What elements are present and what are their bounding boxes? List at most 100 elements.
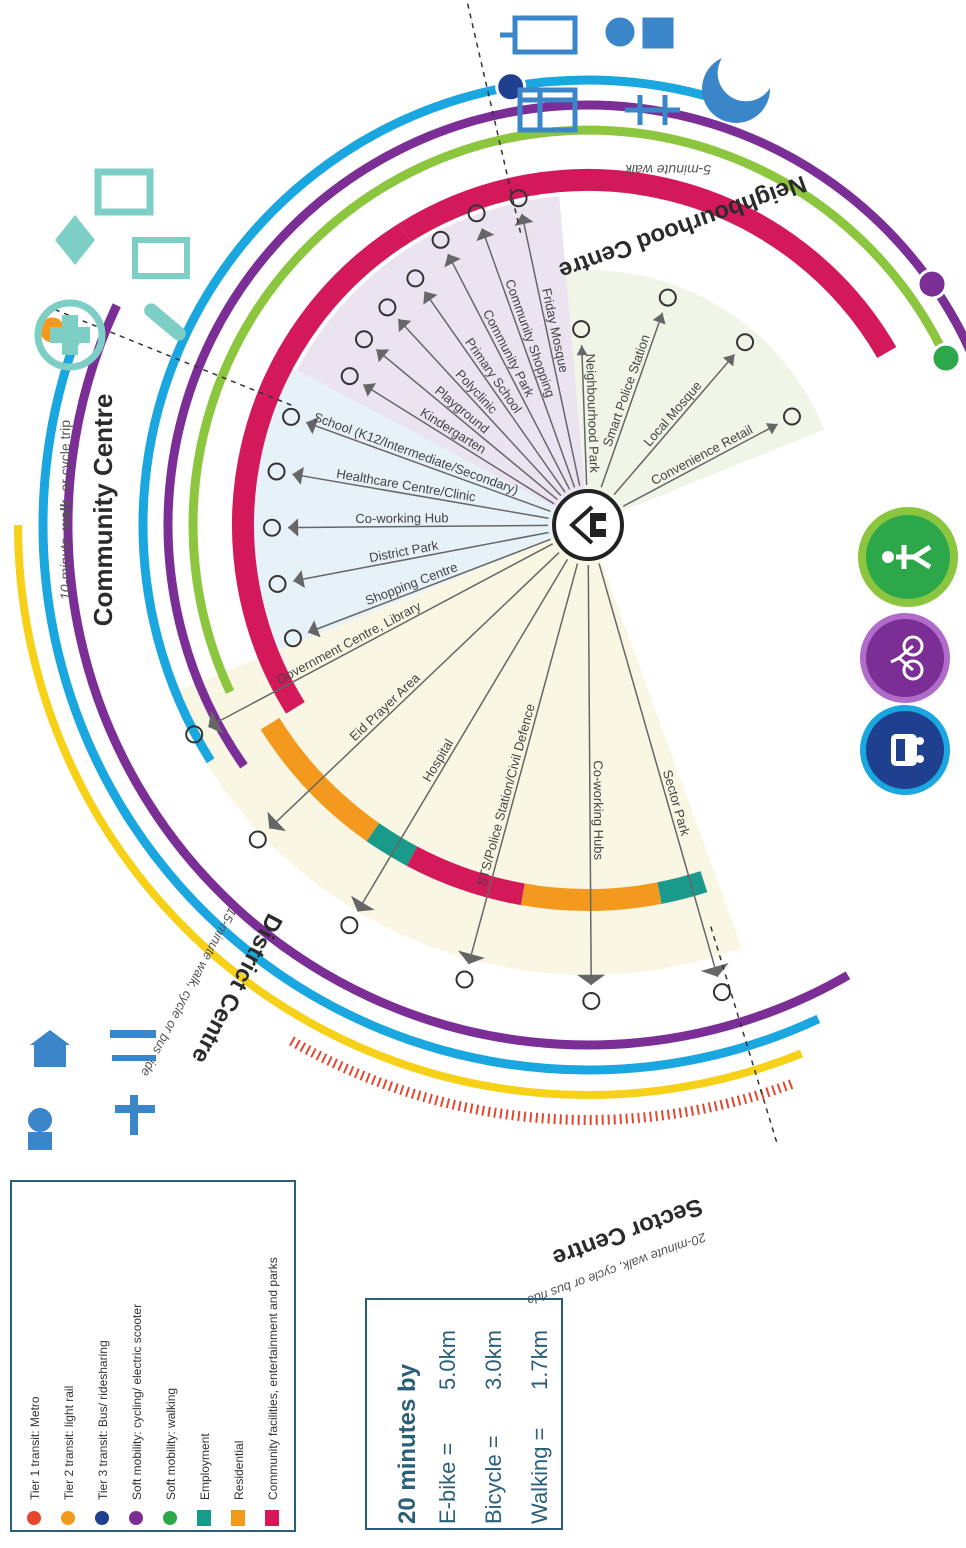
cycling-ring [163, 100, 966, 769]
facility-icon [509, 189, 528, 208]
facility-label: Co-working Hubs [591, 760, 607, 860]
travel-distance: 3.0km [481, 1330, 506, 1390]
community-centre-title: Community Centre [88, 394, 118, 627]
district-centre-title: District Centre [186, 909, 287, 1068]
district-icons [28, 1030, 156, 1150]
facility-ray-arrowhead [267, 811, 287, 832]
travel-distance: 5.0km [435, 1330, 460, 1390]
facility-ray-arrowhead [576, 345, 588, 356]
facility-icon [263, 518, 282, 537]
legend: Tier 1 transit: Metro Tier 2 transit: lig… [10, 1180, 296, 1532]
police-icon [605, 17, 674, 49]
facility-ray-arrowhead [652, 312, 666, 325]
facility-icon [782, 407, 801, 426]
land-use-ring-segment [406, 846, 525, 906]
bus-icon [891, 734, 924, 766]
facility-ray [362, 383, 555, 505]
bicycle-icon [890, 635, 924, 681]
facility-ray-arrowhead [444, 254, 461, 268]
facility-icon [736, 333, 755, 352]
facility-label: Co-working Hub [355, 510, 448, 526]
basket-icon [132, 237, 190, 279]
district-sector-wedge-extra [258, 370, 588, 525]
facility-icon [431, 230, 450, 249]
bus-mode-badge [860, 705, 950, 795]
walking-ring [188, 125, 951, 694]
facility-ray [580, 345, 588, 486]
bus-ring-inner [138, 75, 742, 764]
mobility-rings [14, 75, 966, 1125]
facility-ray-arrowhead [398, 319, 412, 333]
facility-ray-arrowhead [423, 291, 438, 305]
facility-ray [467, 563, 579, 965]
facility-ray-arrowhead [457, 950, 485, 965]
service-sectors [170, 196, 825, 975]
zone-boundary-line [710, 926, 779, 1147]
facility-icon [572, 320, 591, 339]
legend-swatch [163, 1511, 177, 1525]
facility-icon [582, 991, 601, 1010]
bench-icon [625, 95, 680, 125]
facility-icon [378, 298, 397, 317]
travel-mode: Bicycle = [481, 1435, 506, 1524]
facility-ray [305, 421, 551, 513]
facility-icon [467, 204, 486, 223]
facility-ray [268, 552, 560, 829]
community-sector-wedge [296, 196, 588, 526]
travel-mode: E-bike = [435, 1443, 460, 1524]
facility-ray [375, 348, 558, 501]
facility-ray [288, 524, 549, 529]
land-use-ring-segment [366, 823, 418, 866]
facility-ray [307, 538, 551, 634]
travel-distance: 1.7km [527, 1330, 552, 1390]
shopping-bag-icon [500, 15, 578, 55]
pedestrian-icon [882, 544, 932, 570]
community-centre-subtitle: 10-minute walk or cycle trip [57, 420, 73, 600]
cycling-ring-outer [63, 303, 851, 1050]
facility-icon [267, 462, 286, 481]
facility-ray-arrowhead [306, 417, 319, 435]
legend-swatch [27, 1511, 41, 1525]
travel-title: 20 minutes by [394, 1363, 421, 1524]
cycling-mode-badge [860, 613, 950, 703]
metro-ring [288, 1035, 794, 1125]
facility-ray-arrowhead [577, 974, 606, 985]
legend-swatch [197, 1510, 211, 1526]
facility-ray-arrowhead [288, 518, 299, 537]
facility-icon [185, 725, 204, 744]
facility-ray-arrowhead [363, 383, 377, 397]
legend-swatch [129, 1511, 143, 1525]
shop-icon [517, 87, 578, 133]
facility-icon [658, 288, 677, 307]
legend-swatch [231, 1510, 245, 1526]
zone-boundary-line [466, 0, 522, 233]
facility-ray-arrowhead [292, 466, 304, 485]
neighbourhood-centre-subtitle: 5-minute walk [624, 162, 711, 178]
facility-icon [340, 367, 359, 386]
facility-ray-arrowhead [476, 228, 495, 242]
land-use-ring-segment [232, 223, 412, 714]
facility-icon [712, 983, 731, 1002]
facility-icon [354, 330, 373, 349]
facility-ray [293, 531, 549, 582]
facility-ray-arrowhead [350, 895, 375, 912]
facility-ray [481, 228, 576, 488]
legend-label: Tier 1 transit: Metro [28, 1396, 42, 1500]
neighbourhood-icons [500, 15, 771, 133]
bus-ring [38, 337, 821, 1075]
facility-ray-arrowhead [722, 354, 735, 367]
facility-ray-arrowhead [700, 962, 729, 977]
land-use-ring-segment [399, 169, 897, 359]
legend-label: Residential [232, 1441, 246, 1500]
sector-sector-wedge [170, 525, 742, 975]
facility-icon [455, 970, 474, 989]
facility-icon [248, 830, 267, 849]
walk-badge [930, 342, 962, 374]
facility-icon [268, 574, 287, 593]
library-icon [94, 168, 154, 216]
facility-ray-arrowhead [293, 570, 305, 589]
legend-label: Tier 2 transit: light rail [62, 1386, 76, 1500]
